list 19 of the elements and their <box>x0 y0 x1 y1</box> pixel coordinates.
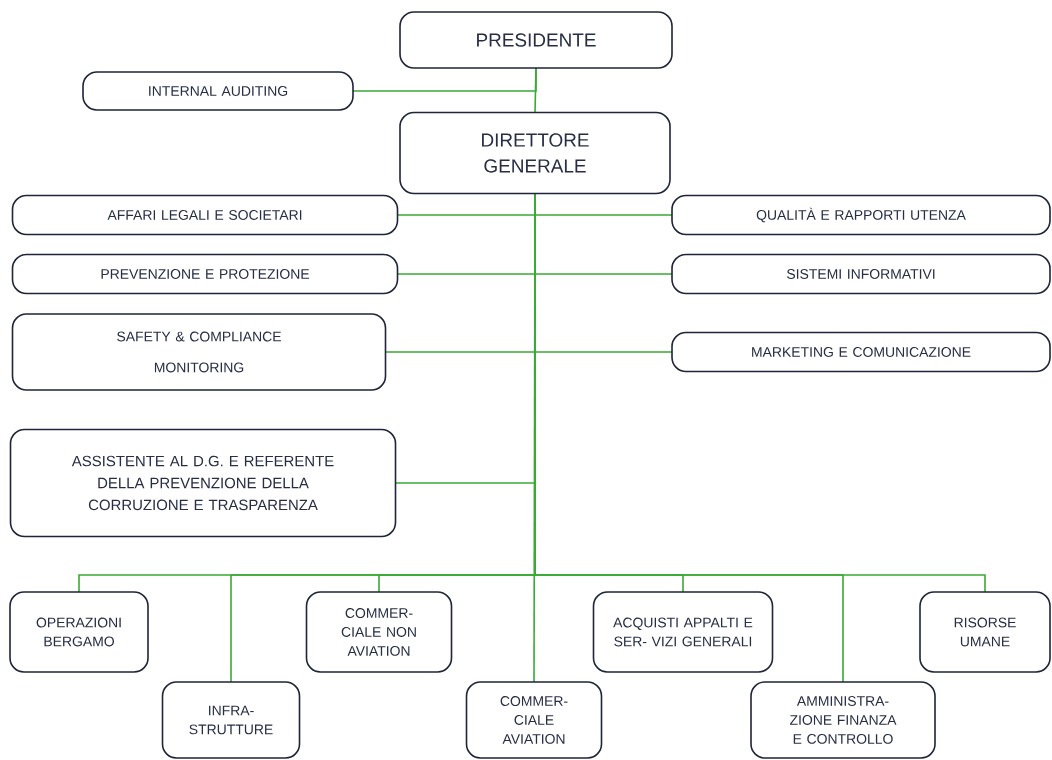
department-box: INFRA- STRUTTURE <box>161 681 301 759</box>
staff-box: SAFETY & COMPLIANCE MONITORING <box>11 313 387 391</box>
connector-line <box>352 67 537 92</box>
staff-box: AFFARI LEGALI E SOCIETARI <box>11 194 399 236</box>
staff-box: MARKETING E COMUNICAZIONE <box>671 331 1051 373</box>
staff-box: SISTEMI INFORMATIVI <box>671 253 1051 295</box>
department-box: COMMER- CIALE AVIATION <box>465 681 603 759</box>
staff-box: QUALITÀ E RAPPORTI UTENZA <box>671 194 1051 236</box>
department-box: AMMINISTRA- ZIONE FINANZA E CONTROLLO <box>750 681 936 759</box>
department-box: RISORSE UMANE <box>919 591 1051 673</box>
staff-box: INTERNAL AUDITING <box>82 71 354 111</box>
staff-box: PREVENZIONE E PROTEZIONE <box>11 253 399 295</box>
department-box: COMMER- CIALE NON AVIATION <box>305 591 453 673</box>
department-box: ACQUISTI APPALTI E SER- VIZI GENERALI <box>592 591 774 673</box>
staff-box: ASSISTENTE AL D.G. E REFERENTE DELLA PREVENZIONE DELLA CORRUZIONE E TRASPARENZA <box>9 428 397 538</box>
executive-box: DIRETTORE GENERALE <box>399 111 671 195</box>
department-box: OPERAZIONI BERGAMO <box>9 591 149 673</box>
executive-box: PRESIDENTE <box>399 11 673 69</box>
connector-line <box>534 192 986 593</box>
